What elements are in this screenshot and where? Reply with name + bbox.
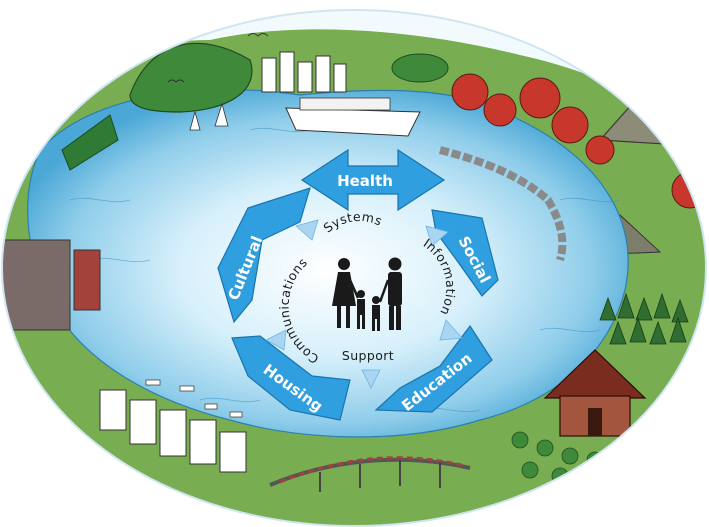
inner-arrows <box>265 219 463 389</box>
label-health: Health <box>337 172 393 190</box>
sailboats <box>189 102 229 131</box>
ring-support: Support <box>342 348 394 363</box>
port-containers <box>2 239 101 331</box>
island <box>391 53 449 83</box>
marae-house <box>543 349 647 437</box>
family-silhouette-icon <box>332 257 402 331</box>
arrow-education <box>374 324 493 413</box>
arrow-health <box>300 148 446 212</box>
small-boats <box>145 379 243 418</box>
rock-wall <box>439 146 567 262</box>
arrow-housing <box>231 335 351 421</box>
city-towers <box>261 51 347 93</box>
bird <box>247 33 269 37</box>
bird <box>167 79 185 83</box>
pine-forest <box>599 292 689 345</box>
volcano-steam <box>666 46 682 93</box>
harbour-bridge <box>269 456 471 492</box>
scene-border <box>1 9 707 527</box>
cruise-ship <box>285 97 421 137</box>
arrow-cultural <box>217 187 311 324</box>
tree-spit <box>61 114 119 171</box>
cycle-arrows <box>217 148 499 421</box>
city-bottom <box>99 389 247 473</box>
